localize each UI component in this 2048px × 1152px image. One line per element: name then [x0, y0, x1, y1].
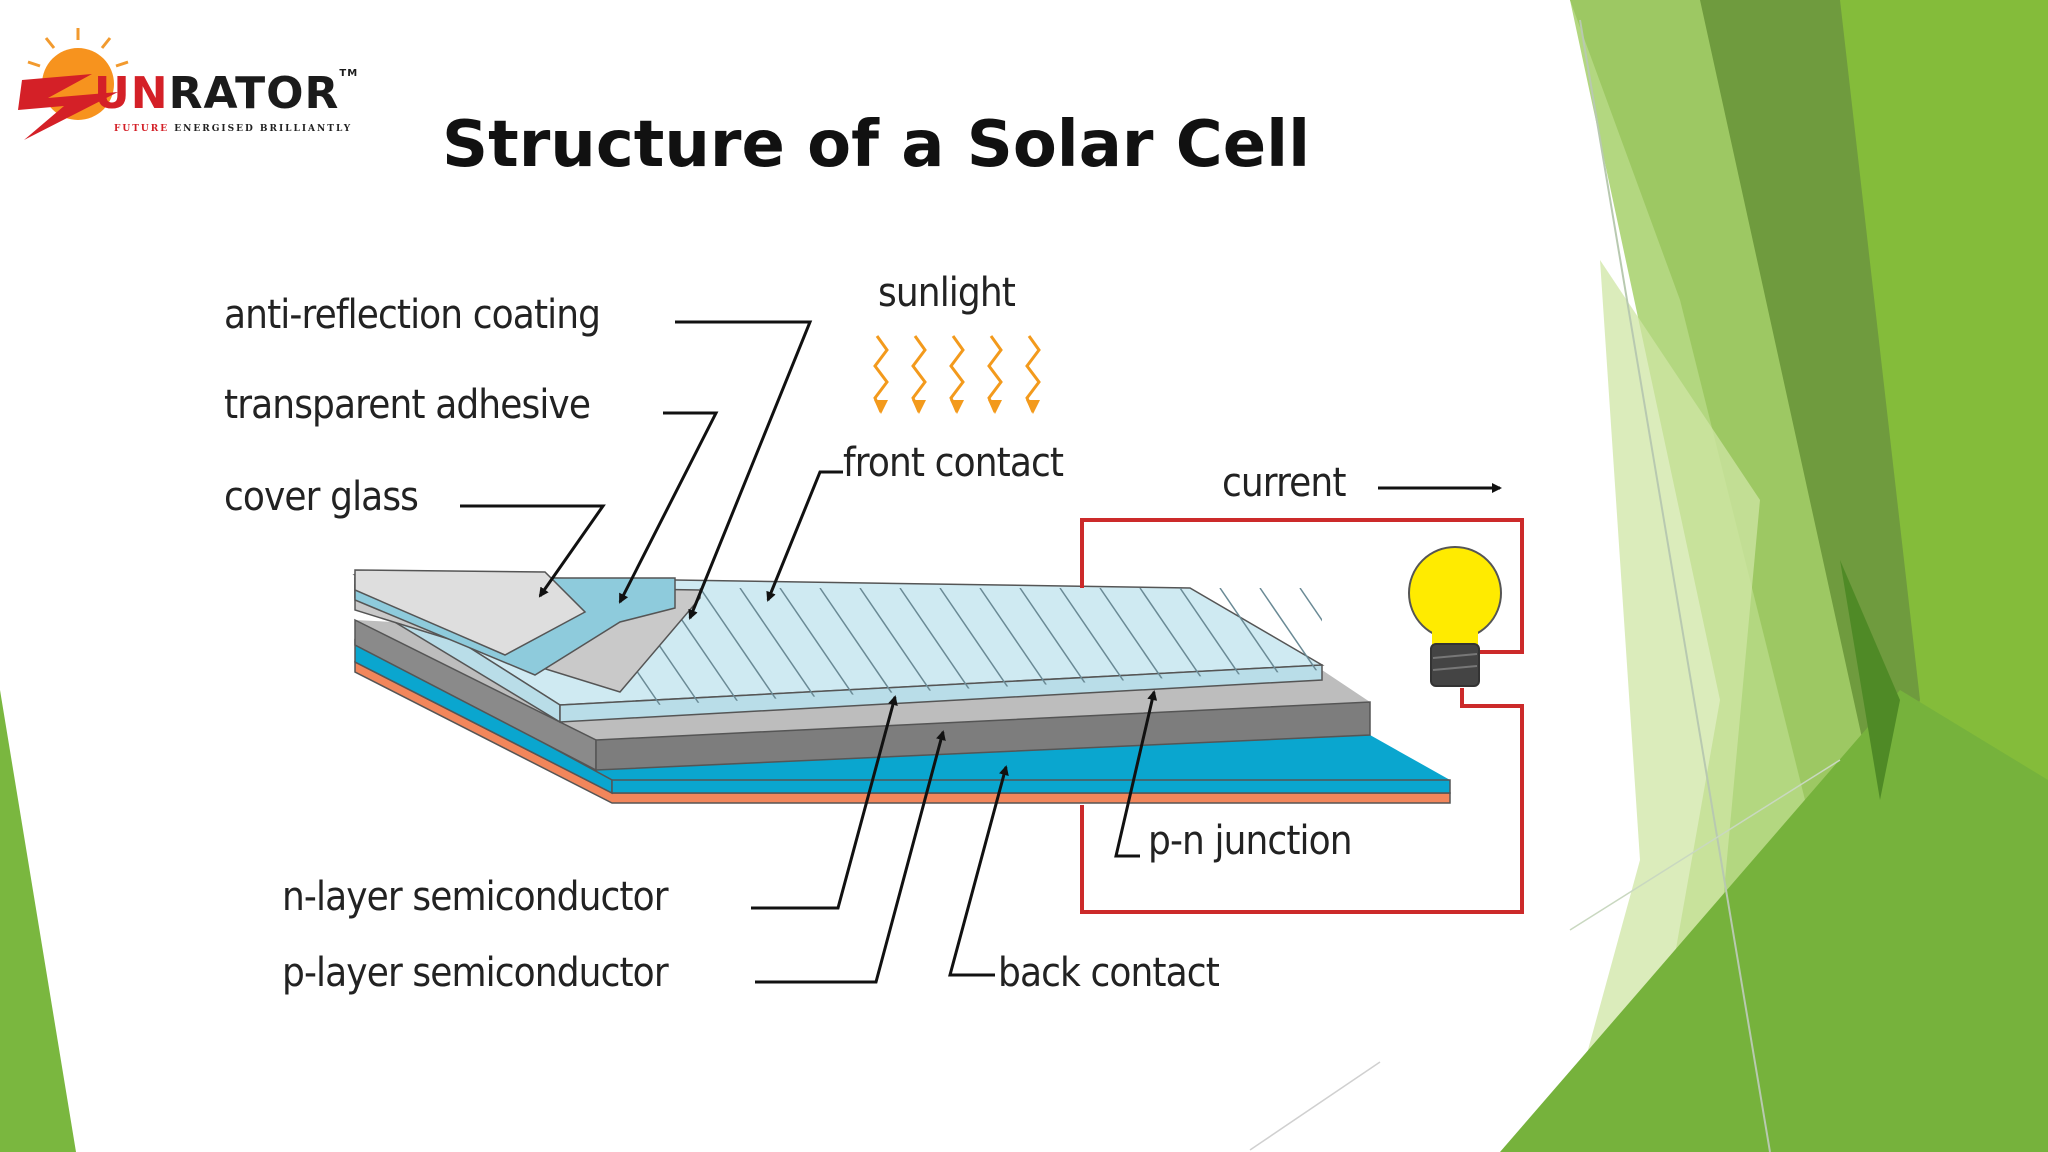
logo-sun-icon	[18, 28, 129, 140]
leader-anti-reflection	[675, 320, 813, 620]
leader-back-contact	[948, 765, 1009, 977]
leader-n-layer	[751, 695, 898, 910]
leader-lines	[460, 320, 1502, 984]
label-transparent-adhesive: transparent adhesive	[224, 382, 591, 428]
leader-cover-glass	[460, 504, 606, 598]
external-circuit	[1080, 518, 1524, 914]
label-n-layer-semiconductor: n-layer semiconductor	[282, 874, 669, 920]
leader-front-contact	[766, 470, 843, 602]
logo-tagline-rest: ENERGISED BRILLIANTLY	[174, 124, 353, 134]
logo-brand-rest: RATOR	[168, 68, 340, 119]
logo-trademark: TM	[339, 68, 359, 79]
bg-thin-line	[1579, 19, 1771, 1152]
leader-transparent-adhesive	[618, 411, 719, 604]
bg-left-green-wedge	[0, 690, 76, 1152]
label-anti-reflection-coating: anti-reflection coating	[224, 292, 601, 338]
label-cover-glass: cover glass	[224, 474, 419, 520]
label-current: current	[1222, 460, 1346, 506]
label-p-layer-semiconductor: p-layer semiconductor	[282, 950, 669, 996]
label-pn-junction: p-n junction	[1148, 818, 1353, 864]
sunrator-logo: UNRATORTM FUTURE ENERGISED BRILLIANTLY	[18, 22, 438, 152]
logo-tagline-accent: FUTURE	[114, 124, 170, 134]
logo-brand-accent: UN	[94, 68, 169, 119]
bg-accent-dark	[1840, 560, 1900, 800]
bg-thin-line-2	[1569, 759, 1841, 931]
label-back-contact: back contact	[998, 950, 1220, 996]
sunlight-arrows	[873, 335, 1041, 414]
leader-pn-junction	[1114, 690, 1158, 858]
leader-p-layer	[755, 730, 946, 984]
light-bulb-icon	[1408, 546, 1502, 687]
label-sunlight: sunlight	[878, 270, 1016, 316]
cover-glass-layer	[354, 569, 587, 656]
bg-bottom-green	[1500, 690, 2048, 1152]
slide-title: Structure of a Solar Cell	[442, 108, 1310, 182]
logo-tagline: FUTURE ENERGISED BRILLIANTLY	[114, 124, 352, 134]
logo-wordmark: UNRATORTM	[94, 68, 358, 119]
label-front-contact: front contact	[843, 440, 1064, 486]
bg-thin-line-3	[1249, 1061, 1381, 1151]
